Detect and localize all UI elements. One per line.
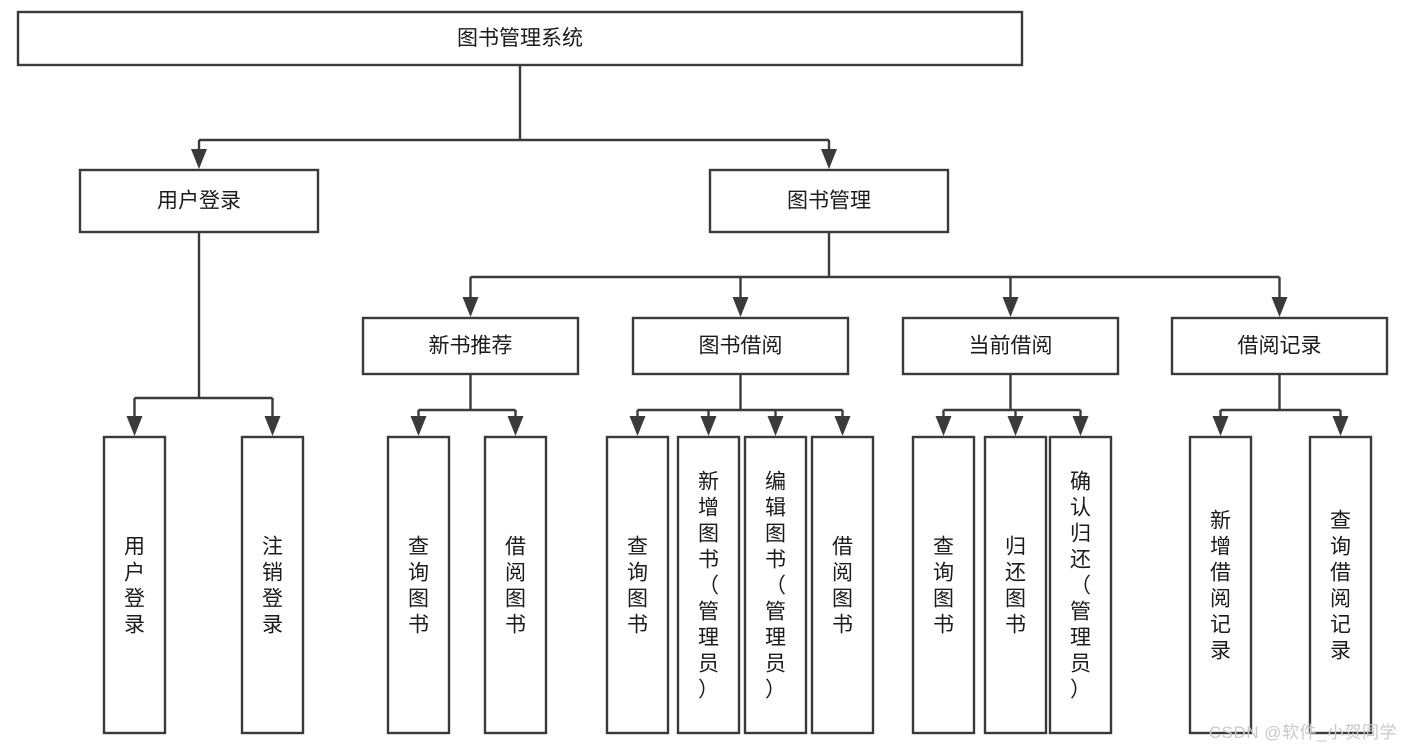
- node-leaf-edit-book[interactable]: 编辑图书（管理员）: [743, 435, 808, 735]
- node-leaf-borrow-book-rec[interactable]: 借阅图书: [483, 435, 548, 735]
- node-leaf-add-borrow-record[interactable]: 新增借阅记录: [1188, 435, 1253, 735]
- node-box-leaf-query-book-rec: [386, 435, 451, 735]
- node-borrow-record[interactable]: 借阅记录: [1170, 316, 1389, 376]
- node-box-leaf-query-book-current: [911, 435, 976, 735]
- node-leaf-query-book-current[interactable]: 查询图书: [911, 435, 976, 735]
- arrow-head-icon: [1002, 297, 1019, 317]
- node-user-login[interactable]: 用户登录: [78, 168, 320, 234]
- node-leaf-user-logout[interactable]: 注销登录: [240, 435, 305, 735]
- node-leaf-user-login[interactable]: 用户登录: [102, 435, 167, 735]
- arrow-head-icon: [1007, 416, 1024, 436]
- node-box-leaf-return-book: [983, 435, 1048, 735]
- connectors-layer: [126, 65, 1349, 436]
- arrow-head-icon: [507, 416, 524, 436]
- node-label-leaf-query-borrow-record: 查询借阅记录: [1330, 509, 1351, 662]
- node-leaf-query-book-rec[interactable]: 查询图书: [386, 435, 451, 735]
- arrow-head-icon: [767, 416, 784, 436]
- node-leaf-add-book[interactable]: 新增图书（管理员）: [676, 435, 741, 735]
- node-box-root: [16, 10, 1024, 67]
- node-label-leaf-query-book-borrow: 查询图书: [627, 535, 648, 636]
- node-label-root: 图书管理系统: [457, 27, 583, 50]
- arrow-head-icon: [1072, 416, 1089, 436]
- node-box-book-manage: [708, 168, 950, 234]
- node-box-leaf-query-borrow-record: [1308, 435, 1373, 735]
- node-box-leaf-add-borrow-record: [1188, 435, 1253, 735]
- arrow-head-icon: [732, 297, 749, 317]
- node-leaf-query-borrow-record[interactable]: 查询借阅记录: [1308, 435, 1373, 735]
- arrow-head-icon: [191, 149, 207, 169]
- node-label-current-borrow: 当前借阅: [969, 335, 1053, 358]
- node-box-leaf-add-book: [676, 435, 741, 735]
- node-box-leaf-query-book-borrow: [605, 435, 670, 735]
- node-new-book-rec[interactable]: 新书推荐: [361, 316, 580, 376]
- node-box-borrow-record: [1170, 316, 1389, 376]
- node-leaf-query-book-borrow[interactable]: 查询图书: [605, 435, 670, 735]
- node-leaf-borrow-book[interactable]: 借阅图书: [810, 435, 875, 735]
- arrow-head-icon: [1332, 416, 1349, 436]
- node-leaf-confirm-return[interactable]: 确认归还（管理员）: [1048, 435, 1113, 735]
- node-box-leaf-borrow-book-rec: [483, 435, 548, 735]
- arrow-head-icon: [264, 416, 281, 436]
- arrow-head-icon: [1271, 297, 1288, 317]
- arrow-head-icon: [700, 416, 717, 436]
- node-label-leaf-user-login: 用户登录: [124, 535, 145, 636]
- node-label-leaf-return-book: 归还图书: [1005, 535, 1026, 636]
- node-label-leaf-add-borrow-record: 新增借阅记录: [1210, 509, 1231, 662]
- node-box-leaf-borrow-book: [810, 435, 875, 735]
- node-label-borrow-record: 借阅记录: [1238, 335, 1322, 358]
- arrow-head-icon: [126, 416, 143, 436]
- node-label-book-manage: 图书管理: [787, 190, 871, 213]
- node-current-borrow[interactable]: 当前借阅: [901, 316, 1120, 376]
- node-leaf-return-book[interactable]: 归还图书: [983, 435, 1048, 735]
- node-book-manage[interactable]: 图书管理: [708, 168, 950, 234]
- arrow-head-icon: [821, 149, 837, 169]
- node-label-leaf-query-book-current: 查询图书: [933, 535, 954, 636]
- node-box-new-book-rec: [361, 316, 580, 376]
- node-label-new-book-rec: 新书推荐: [429, 335, 513, 358]
- node-label-leaf-confirm-return: 确认归还（管理员）: [1070, 470, 1091, 701]
- node-label-leaf-user-logout: 注销登录: [262, 535, 283, 636]
- watermark-text: CSDN @软件_小贺同学: [1208, 723, 1397, 742]
- arrow-head-icon: [834, 416, 851, 436]
- node-label-leaf-borrow-book-rec: 借阅图书: [505, 535, 526, 636]
- node-book-borrow[interactable]: 图书借阅: [631, 316, 850, 376]
- node-box-leaf-user-login: [102, 435, 167, 735]
- node-box-user-login: [78, 168, 320, 234]
- arrow-head-icon: [1212, 416, 1229, 436]
- arrow-head-icon: [935, 416, 952, 436]
- node-label-book-borrow: 图书借阅: [699, 335, 783, 358]
- nodes-layer: 图书管理系统用户登录图书管理新书推荐图书借阅当前借阅借阅记录用户登录注销登录查询…: [16, 10, 1389, 735]
- node-box-leaf-confirm-return: [1048, 435, 1113, 735]
- arrow-head-icon: [462, 297, 479, 317]
- node-box-leaf-edit-book: [743, 435, 808, 735]
- arrow-head-icon: [629, 416, 646, 436]
- node-root[interactable]: 图书管理系统: [16, 10, 1024, 67]
- node-box-current-borrow: [901, 316, 1120, 376]
- node-box-book-borrow: [631, 316, 850, 376]
- node-box-leaf-user-logout: [240, 435, 305, 735]
- node-label-leaf-add-book: 新增图书（管理员）: [698, 470, 719, 701]
- node-label-leaf-query-book-rec: 查询图书: [408, 535, 429, 636]
- node-label-user-login: 用户登录: [157, 190, 241, 213]
- node-label-leaf-borrow-book: 借阅图书: [832, 535, 853, 636]
- node-label-leaf-edit-book: 编辑图书（管理员）: [765, 470, 786, 701]
- arrow-head-icon: [410, 416, 427, 436]
